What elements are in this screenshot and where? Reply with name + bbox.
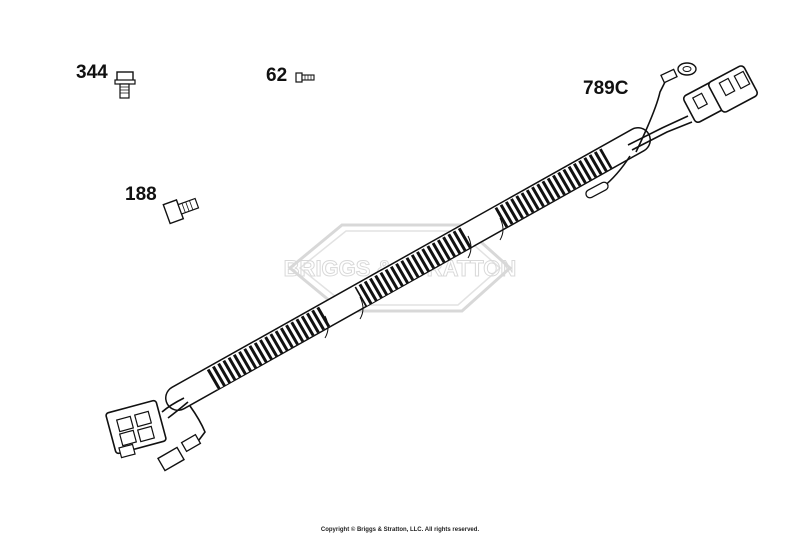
conduit-section bbox=[494, 148, 613, 228]
copyright-notice: Copyright © Briggs & Stratton, LLC. All … bbox=[320, 527, 480, 533]
screw-62-icon[interactable] bbox=[295, 72, 315, 83]
bullet-terminal bbox=[585, 181, 609, 199]
wire-harness bbox=[105, 62, 759, 472]
part-number-62[interactable]: 62 bbox=[266, 65, 288, 86]
bolt-344-icon[interactable] bbox=[114, 71, 136, 99]
part-number-344[interactable]: 344 bbox=[76, 62, 108, 83]
bolt-188-icon[interactable] bbox=[162, 194, 200, 225]
conduit-section bbox=[354, 226, 474, 307]
connector-plug-left bbox=[105, 399, 167, 459]
ring-terminal bbox=[660, 62, 697, 84]
flag-terminal bbox=[157, 433, 202, 472]
part-number-188[interactable]: 188 bbox=[125, 184, 157, 205]
part-number-789c[interactable]: 789C bbox=[583, 78, 629, 99]
conduit-section bbox=[206, 306, 331, 390]
connector-plug-right bbox=[682, 65, 759, 124]
